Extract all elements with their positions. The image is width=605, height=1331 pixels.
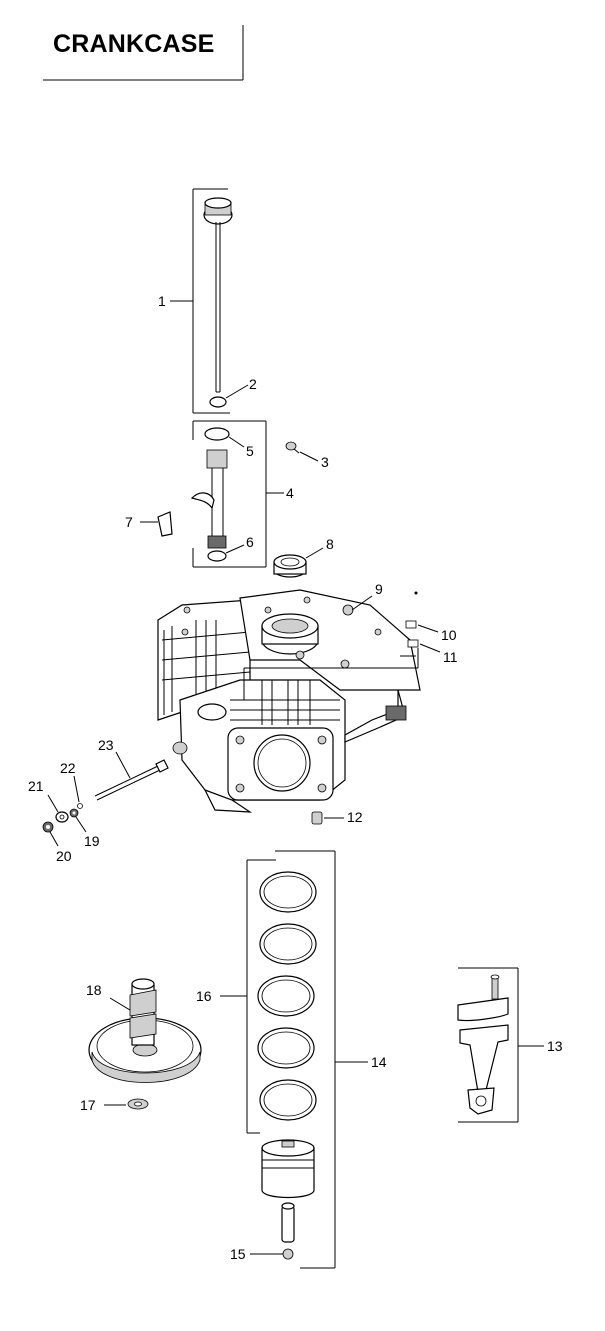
marker-dot bbox=[414, 591, 418, 595]
part-governor-shaft bbox=[94, 751, 169, 801]
callout-6: 6 bbox=[246, 534, 254, 550]
part-oil-seal bbox=[273, 547, 324, 578]
part-dowel-pins bbox=[243, 620, 441, 700]
callout-8: 8 bbox=[326, 536, 334, 552]
callout-13: 13 bbox=[547, 1038, 563, 1054]
callout-10: 10 bbox=[441, 627, 457, 643]
page-title: CRANKCASE bbox=[53, 30, 215, 58]
callout-15: 15 bbox=[230, 1246, 246, 1262]
callout-11: 11 bbox=[443, 649, 458, 665]
callout-1: 1 bbox=[158, 293, 166, 309]
callout-3: 3 bbox=[321, 454, 329, 470]
part-bracket bbox=[140, 511, 173, 537]
part-crankcase-block bbox=[157, 589, 421, 813]
title-frame bbox=[43, 25, 244, 81]
callout-9: 9 bbox=[375, 581, 383, 597]
part-cam-washer bbox=[104, 1098, 149, 1110]
part-plug bbox=[311, 811, 344, 825]
callout-7: 7 bbox=[125, 514, 133, 530]
part-connecting-rod bbox=[457, 967, 544, 1123]
callout-20: 20 bbox=[56, 848, 72, 864]
part-camshaft bbox=[88, 978, 202, 1083]
callout-4: 4 bbox=[286, 485, 294, 501]
callout-22: 22 bbox=[60, 760, 76, 776]
callout-18: 18 bbox=[86, 982, 102, 998]
callout-12: 12 bbox=[347, 809, 363, 825]
callout-23: 23 bbox=[98, 737, 114, 753]
part-piston-assembly bbox=[220, 850, 368, 1269]
callout-19: 19 bbox=[84, 833, 100, 849]
callout-2: 2 bbox=[249, 376, 257, 392]
callout-17: 17 bbox=[80, 1097, 96, 1113]
callout-5: 5 bbox=[246, 443, 254, 459]
part-screw bbox=[285, 441, 319, 462]
callout-14: 14 bbox=[371, 1054, 387, 1070]
part-dipstick bbox=[170, 188, 249, 414]
callout-21: 21 bbox=[28, 778, 44, 794]
callout-16: 16 bbox=[196, 988, 212, 1004]
part-dipstick-tube bbox=[190, 420, 284, 568]
part-washers bbox=[42, 775, 87, 847]
